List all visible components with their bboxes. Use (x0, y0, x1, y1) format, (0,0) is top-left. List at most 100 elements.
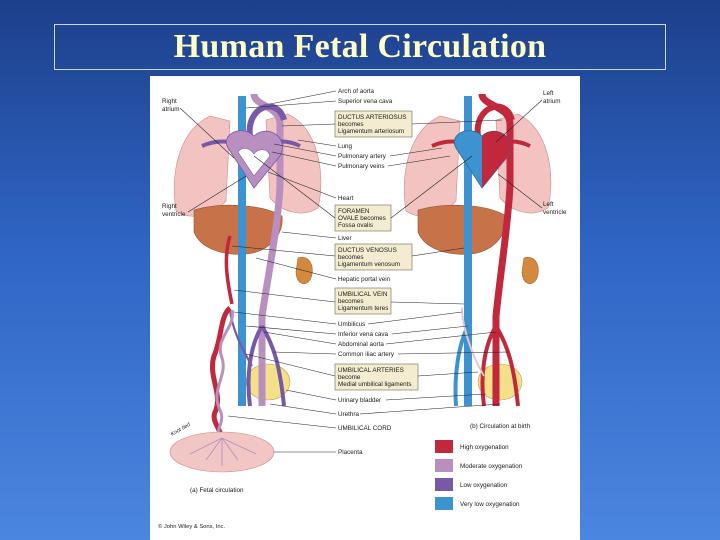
arch-of-aorta-leader-left (269, 90, 337, 105)
umbilical-cord-label: UMBILICAL CORD (338, 425, 392, 432)
umbilical-arteries-line2: become (338, 374, 361, 381)
umbilical-cord-twist (215, 309, 234, 439)
liver-leader (281, 231, 337, 239)
umbilical-vein-leader-left (233, 289, 336, 303)
left-ventricle-label-line2: ventricle (543, 209, 567, 216)
foramen-ovale-box (334, 204, 392, 232)
umbilicus-label: Umbilicus (338, 321, 365, 328)
umbilical-vein-box (334, 287, 392, 315)
legend-label-high: High oxygenation (460, 444, 509, 451)
foramen-ovale-line3: Fossa ovalis (338, 222, 373, 229)
inferior-vena-cava-label: Inferior vena cava (338, 331, 389, 338)
slide-title: Human Fetal Circulation (173, 28, 547, 65)
oxygenation-legend: High oxygenation Moderate oxygenation Lo… (435, 440, 523, 510)
urinary-bladder-leader-right (385, 393, 487, 401)
right-ventricle-label-line1: Right (162, 203, 177, 210)
birth-circulation-caption: (b) Circulation at birth (470, 423, 531, 430)
foramen-ovale-leader-right (390, 155, 473, 219)
fetal-circulation-caption: (a) Fetal circulation (190, 487, 244, 494)
placenta-label: Placenta (338, 449, 363, 456)
birth-circulation-illustration (403, 93, 552, 407)
umbilical-arteries-line1: UMBILICAL ARTERIES (338, 367, 404, 374)
pulmonary-artery-label: Pulmonary artery (338, 153, 387, 160)
pulmonary-veins-leader-right (387, 155, 451, 167)
right-atrium-leader (179, 107, 235, 159)
heart-label: Heart (338, 195, 354, 202)
circulation-diagram: Right atrium Right ventricle Left atrium… (158, 88, 567, 530)
urinary-bladder-label: Urinary bladder (338, 397, 381, 404)
left-atrium-leader (495, 99, 543, 143)
title-box: Human Fetal Circulation (54, 24, 666, 70)
arch-of-aorta-label: Arch of aorta (338, 88, 375, 95)
right-ventricle-leader (187, 175, 247, 213)
umbilical-vein-line3: Ligamentum teres (338, 305, 388, 312)
legend-swatch-high (435, 440, 453, 453)
fetal-circulation-illustration (169, 93, 322, 473)
lung-label: Lung (338, 143, 353, 150)
liver-label: Liver (338, 235, 352, 242)
legend-label-very-low: Very low oxygenation (460, 501, 520, 508)
hepatic-portal-vein-leader (255, 257, 337, 280)
urethra-label: Urethra (338, 411, 359, 418)
inferior-vena-cava-leader-right (391, 325, 469, 335)
left-lung-shape (173, 115, 231, 217)
ductus-venosus-line1: DUCTUS VENOSUS (338, 247, 397, 254)
birth-kidney-shape (521, 257, 539, 284)
urethra-leader-right (359, 403, 501, 415)
left-atrium-label-line1: Left (543, 90, 554, 97)
legend-swatch-moderate (435, 459, 453, 472)
birth-ligament (461, 307, 485, 377)
superior-vena-cava-leader-left (245, 100, 337, 109)
lung-leader (297, 139, 337, 147)
birth-bladder-shape (477, 363, 523, 401)
birth-liver-shape (417, 204, 507, 255)
umbilical-vein-leader-right (390, 301, 465, 305)
center-labels: Arch of aorta Superior vena cava DUCTUS … (227, 88, 509, 456)
ductus-venosus-leader-left (231, 245, 336, 257)
legend-swatch-very-low (435, 497, 453, 510)
fetal-umbilical-vein (224, 235, 234, 305)
common-iliac-artery-leader-right (397, 351, 509, 355)
heart-leader (267, 171, 337, 199)
ductus-arteriosus-leader-left (281, 123, 336, 127)
umbilical-arteries-leader-left (245, 353, 336, 377)
legend-label-low: Low oxygenation (460, 482, 508, 489)
abdominal-aorta-label: Abdominal aorta (338, 341, 384, 348)
legend-label-moderate: Moderate oxygenation (460, 463, 523, 470)
umbilical-arteries-line3: Medial umbilical ligaments (338, 381, 412, 388)
ductus-venosus-line3: Ligamentum venosum (338, 261, 400, 268)
pulmonary-veins-leader-left (271, 151, 337, 167)
circulation-figure: Right atrium Right ventricle Left atrium… (150, 76, 580, 540)
left-atrium-label-line2: atrium (543, 98, 561, 105)
legend-swatch-low (435, 478, 453, 491)
fetal-umbilical-arteries (228, 309, 253, 367)
right-ventricle-label-line2: ventricle (162, 211, 186, 218)
birth-heart-left-side (482, 131, 511, 188)
urethra-leader-left (269, 403, 337, 415)
umbilical-arteries-leader-right (417, 371, 479, 377)
ductus-venosus-leader-right (411, 247, 465, 257)
foramen-ovale-leader-left (253, 155, 336, 219)
common-iliac-artery-label: Common iliac artery (338, 351, 395, 358)
ductus-arteriosus-leader-right (411, 119, 503, 125)
ductus-arteriosus-box (334, 110, 413, 138)
placenta-vessels (189, 437, 257, 466)
knot-tied-label: Knot tied (170, 421, 192, 437)
abdominal-aorta-leader-left (263, 331, 337, 345)
ductus-arteriosus-line3: Ligamentum arteriosum (338, 128, 404, 135)
pulmonary-artery-leader-left (273, 143, 337, 157)
birth-right-lung-shape (495, 113, 552, 214)
birth-aorta-arch (474, 103, 515, 137)
left-ventricle-leader (497, 173, 543, 209)
umbilical-vein-line1: UMBILICAL VEIN (338, 291, 388, 298)
umbilicus-leader-left (233, 311, 337, 325)
umbilical-arteries-box (334, 363, 419, 391)
pulmonary-artery-leader-right (389, 147, 443, 157)
left-ventricle-label-line1: Left (543, 201, 554, 208)
pulmonary-veins-label: Pulmonary veins (338, 163, 385, 170)
inferior-vena-cava-leader-left (245, 325, 337, 335)
ductus-venosus-box (334, 243, 413, 271)
right-atrium-label-line2: atrium (162, 106, 180, 113)
fetal-aorta-arch (246, 103, 287, 137)
ductus-venosus-line2: becomes (338, 254, 364, 261)
